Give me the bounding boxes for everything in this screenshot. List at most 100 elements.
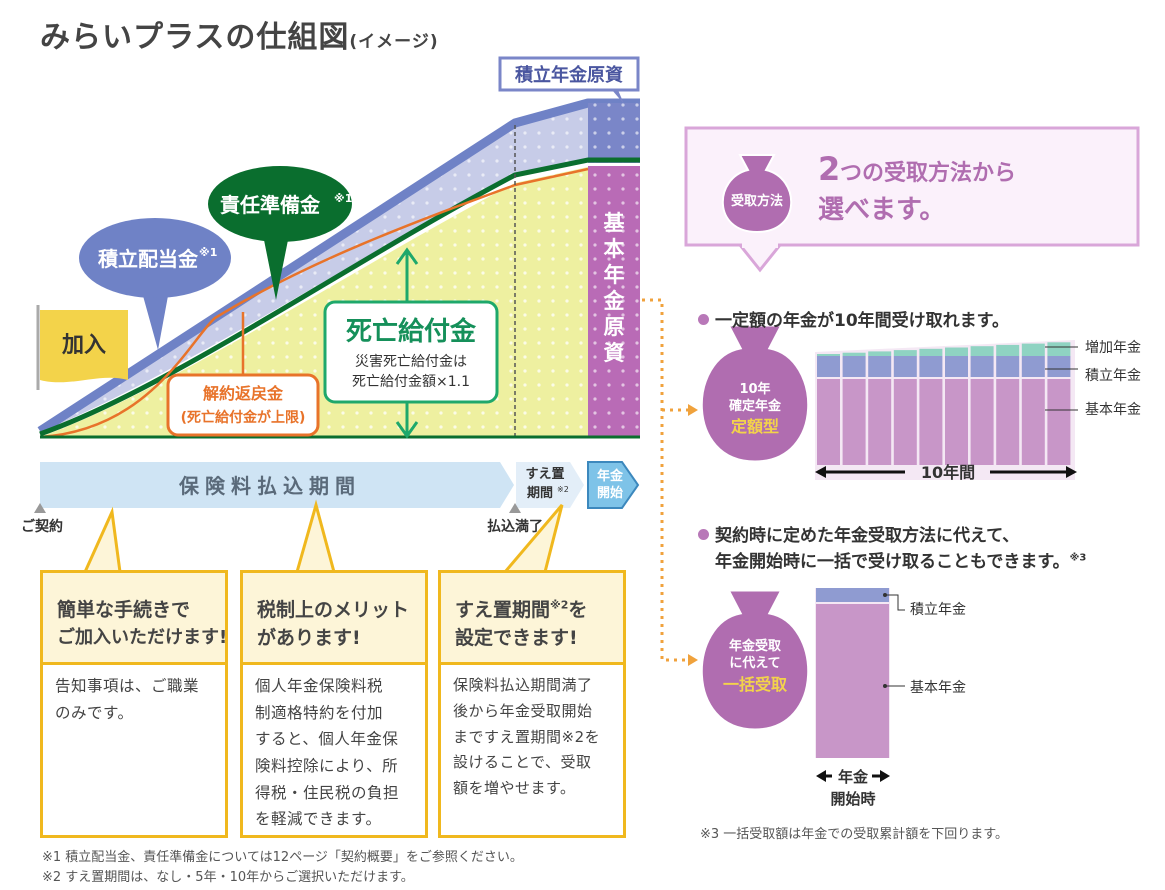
body-line: 険料控除により、所 bbox=[255, 756, 399, 775]
body-line: 後から年金受取開始 bbox=[453, 701, 593, 720]
svg-text:開始: 開始 bbox=[597, 485, 623, 501]
liability-bubble: 責任準備金 ※1 bbox=[208, 166, 352, 300]
svg-text:10年: 10年 bbox=[739, 381, 770, 397]
svg-text:金: 金 bbox=[603, 289, 626, 313]
death-benefit-box: 死亡給付金 災害死亡給付金は 死亡給付金額×1.1 bbox=[323, 300, 499, 404]
increase-annuity-bar bbox=[893, 350, 917, 356]
liability-line bbox=[39, 157, 640, 437]
svg-text:年金: 年金 bbox=[838, 768, 869, 786]
body-line: のみです。 bbox=[55, 703, 134, 722]
base-annuity-bar bbox=[996, 379, 1020, 465]
svg-text:死亡給付金額×1.1: 死亡給付金額×1.1 bbox=[352, 374, 470, 390]
svg-text:基: 基 bbox=[604, 211, 626, 235]
svg-text:受取方法: 受取方法 bbox=[731, 193, 783, 209]
feature-box-simple-head1: 簡単な手続きで bbox=[57, 599, 191, 621]
title-sub: (イメージ) bbox=[349, 32, 439, 52]
reserve-annuity-bar bbox=[945, 356, 968, 377]
increase-annuity-bar bbox=[817, 354, 840, 356]
svg-text:すえ置: すえ置 bbox=[525, 467, 564, 482]
surrender-box: 解約返戻金 (死亡給付金が上限) bbox=[166, 373, 320, 437]
body-line: 告知事項は、ご職業 bbox=[55, 677, 200, 695]
svg-text:年: 年 bbox=[604, 263, 625, 287]
join-flag: 加入 bbox=[36, 305, 128, 390]
svg-text:責任準備金: 責任準備金 bbox=[220, 193, 321, 217]
fixed-annuity-chart: 増加年金 積立年金 基本年金 10年間 bbox=[815, 340, 1141, 482]
svg-text:※1: ※1 bbox=[199, 246, 217, 259]
svg-text:※1: ※1 bbox=[334, 192, 352, 205]
svg-text:2: 2 bbox=[818, 150, 840, 188]
svg-text:ご契約: ご契約 bbox=[21, 518, 63, 535]
reserve-annuity-bar bbox=[919, 356, 943, 377]
lump-sum-bag: 年金受取 に代えて 一括受取 bbox=[699, 588, 811, 732]
svg-text:※2: ※2 bbox=[557, 485, 569, 494]
svg-text:つの受取方法から: つの受取方法から bbox=[840, 160, 1016, 186]
svg-text:本: 本 bbox=[604, 237, 625, 261]
body-line: すると、個人年金保 bbox=[255, 730, 399, 749]
svg-text:定額型: 定額型 bbox=[730, 417, 779, 436]
svg-text:確定年金: 確定年金 bbox=[729, 398, 782, 414]
footnote-2: ※2 すえ置期間は、なし・5年・10年からご選択いただけます。 bbox=[42, 870, 414, 885]
svg-text:(死亡給付金が上限): (死亡給付金が上限) bbox=[181, 409, 306, 426]
increase-annuity-bar bbox=[996, 344, 1020, 356]
body-line: 制適格特約を付加 bbox=[255, 703, 384, 722]
svg-text:増加年金: 増加年金 bbox=[1085, 340, 1141, 356]
base-annuity-bar bbox=[970, 379, 994, 465]
title-main: みらいプラスの仕組図 bbox=[40, 20, 350, 55]
reserve-badge bbox=[498, 56, 640, 92]
dividend-bubble: 積立配当金 ※1 bbox=[79, 218, 231, 350]
body-line: まですえ置期間※2を bbox=[453, 727, 601, 746]
base-annuity-bar bbox=[945, 379, 968, 465]
reserve-annuity-bar bbox=[817, 356, 840, 377]
svg-text:選べます。: 選べます。 bbox=[818, 195, 945, 225]
body-line: 得税・住民税の負担 bbox=[255, 783, 400, 802]
base-annuity-bar bbox=[1021, 379, 1045, 465]
svg-text:一括受取: 一括受取 bbox=[723, 675, 787, 694]
bullet-fixed: 一定額の年金が10年間受け取れます。 bbox=[698, 306, 1009, 331]
increase-annuity-bar bbox=[868, 351, 892, 356]
increase-annuity-bar bbox=[1047, 342, 1071, 356]
feature-box-tax-head2: があります! bbox=[257, 626, 361, 649]
feature-box-tax: 税制上のメリット があります! 個人年金保険料税 制適格特約を付加 すると、個人… bbox=[240, 570, 428, 838]
feature-box-defer-head1: すえ置期間※2を bbox=[455, 598, 588, 621]
method-bag-icon: 受取方法 bbox=[721, 154, 793, 234]
body-line: 個人年金保険料税 bbox=[255, 677, 384, 695]
svg-text:年金: 年金 bbox=[597, 468, 624, 484]
svg-text:積立年金: 積立年金 bbox=[1085, 368, 1141, 384]
reserve-annuity-bar bbox=[1021, 356, 1045, 377]
timeline: 保険料払込期間 すえ置 期間 ※2 年金 開始 ご契約 払込満了 bbox=[21, 461, 640, 535]
svg-text:災害死亡給付金は: 災害死亡給付金は bbox=[355, 354, 467, 370]
base-annuity-bar bbox=[868, 379, 892, 465]
footnote-1: ※1 積立配当金、責任準備金については12ページ「契約概要」をご参照ください。 bbox=[42, 850, 523, 865]
increase-annuity-bar bbox=[945, 347, 968, 356]
body-line: 設けることで、受取 bbox=[453, 753, 592, 772]
bullet-lump: 契約時に定めた年金受取方法に代えて、 年金開始時に一括で受け取ることもできます。… bbox=[698, 524, 1086, 575]
base-annuity-bar bbox=[1047, 379, 1071, 465]
reserve-annuity-bar bbox=[996, 356, 1020, 377]
reserve-annuity-bar bbox=[893, 356, 917, 377]
svg-text:年金受取: 年金受取 bbox=[729, 638, 782, 654]
surrender-line bbox=[39, 167, 589, 439]
increase-annuity-bar bbox=[970, 346, 994, 356]
svg-text:積立年金原資: 積立年金原資 bbox=[514, 64, 623, 86]
svg-text:基本年金: 基本年金 bbox=[910, 679, 966, 696]
svg-text:死亡給付金: 死亡給付金 bbox=[346, 316, 477, 347]
bullet-dot bbox=[698, 529, 709, 540]
base-annuity-bar bbox=[817, 379, 840, 465]
lump-sum-chart: 積立年金 基本年金 年金 開始時 bbox=[815, 588, 966, 808]
svg-text:資: 資 bbox=[604, 341, 625, 365]
feature-box-defer-head2: 設定できます! bbox=[455, 626, 578, 649]
svg-text:解約返戻金: 解約返戻金 bbox=[203, 384, 284, 403]
page-title: みらいプラスの仕組図(イメージ) bbox=[40, 12, 439, 56]
svg-text:積立配当金: 積立配当金 bbox=[98, 247, 199, 271]
reserve-annuity-bar bbox=[868, 356, 892, 377]
svg-text:開始時: 開始時 bbox=[830, 790, 875, 808]
svg-text:払込満了: 払込満了 bbox=[487, 518, 543, 535]
svg-text:期間: 期間 bbox=[527, 486, 553, 501]
feature-box-defer: すえ置期間※2を 設定できます! 保険料払込期間満了 後から年金受取開始 まです… bbox=[438, 570, 626, 838]
increase-annuity-bar bbox=[919, 348, 943, 356]
body-line: を軽減できます。 bbox=[255, 810, 382, 829]
feature-box-simple: 簡単な手続きで ご加入いただけます! 告知事項は、ご職業 のみです。 bbox=[40, 570, 228, 838]
footnote-3: ※3 一括受取額は年金での受取累計額を下回ります。 bbox=[700, 827, 1008, 842]
increase-annuity-bar bbox=[1021, 343, 1045, 356]
